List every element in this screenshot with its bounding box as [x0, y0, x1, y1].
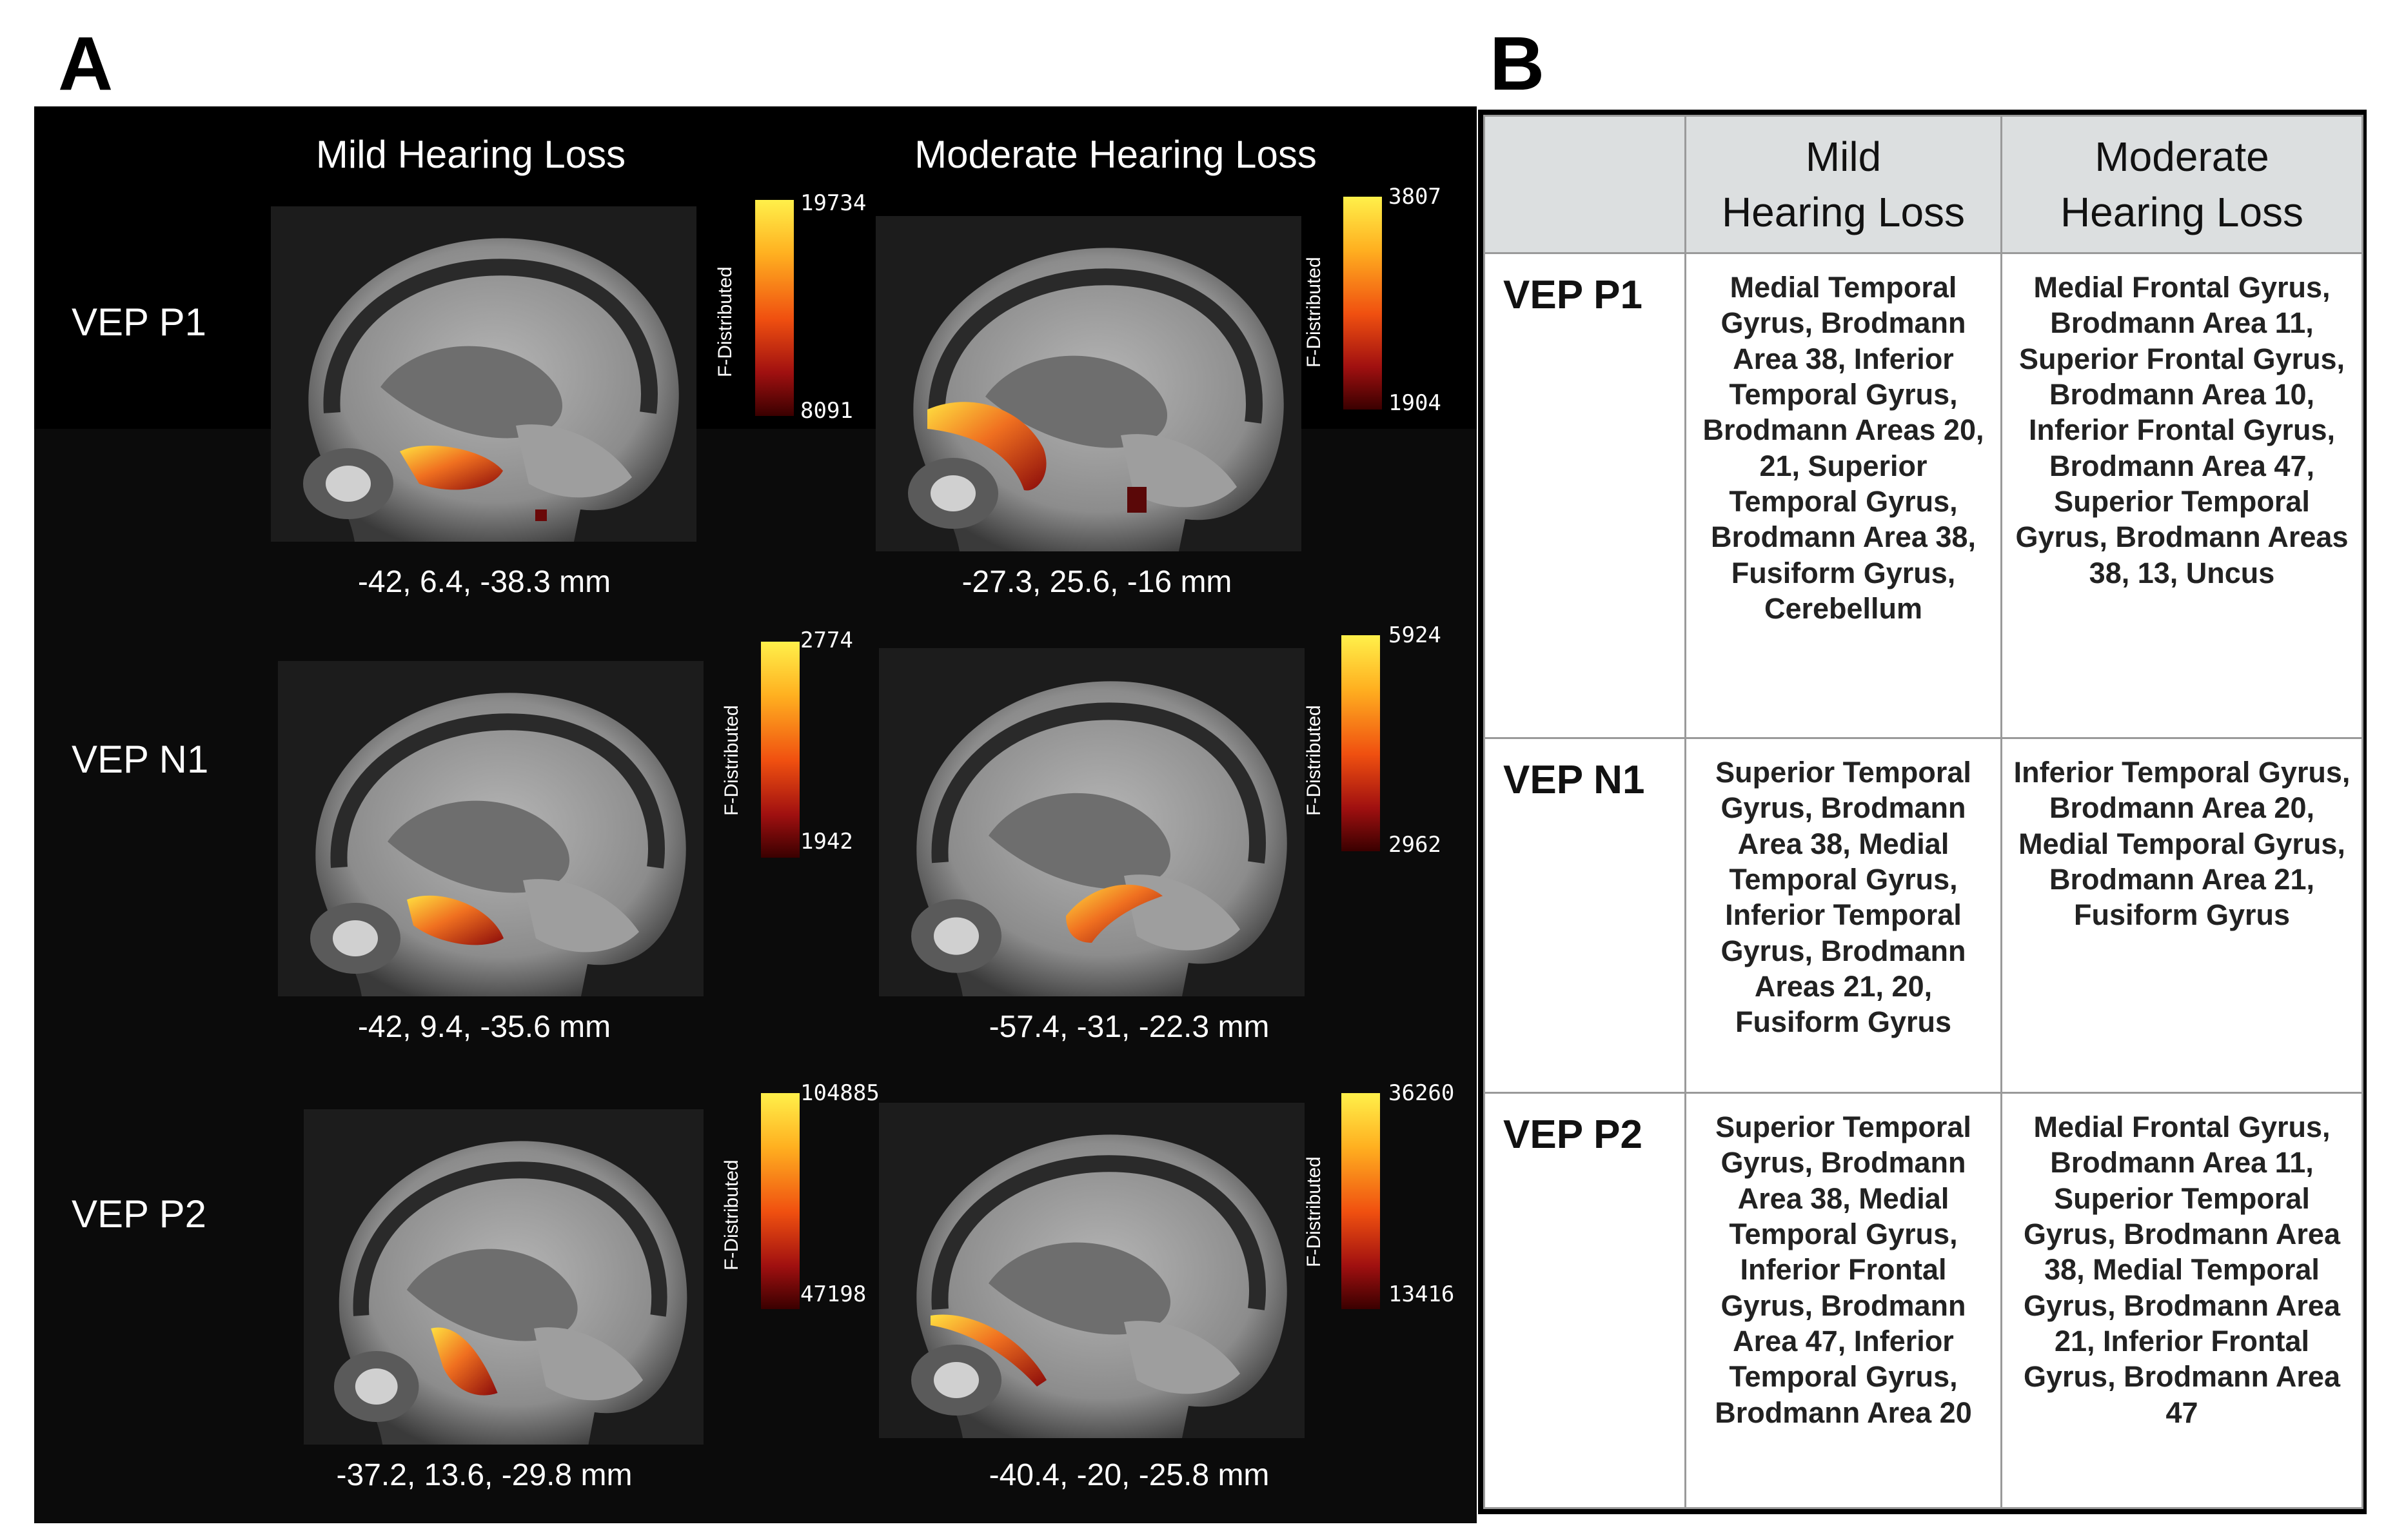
- coordinates-n1-moderate: -57.4, -31, -22.3 mm: [989, 1010, 1270, 1044]
- row-label-vep-p2-table: VEP P2: [1483, 1092, 1686, 1509]
- header-moderate-text: Moderate Hearing Loss: [2060, 133, 2304, 235]
- table-header-row: Mild Hearing Loss Moderate Hearing Loss: [1483, 115, 2363, 254]
- cell-p1-mild: Medial Temporal Gyrus, Brodmann Area 38,…: [1684, 252, 2002, 739]
- brain-slice-n1-moderate: [879, 648, 1305, 996]
- colorbar-max-n1-moderate: 5924: [1388, 622, 1441, 648]
- header-moderate: Moderate Hearing Loss: [2000, 115, 2363, 254]
- cell-n1-moderate: Inferior Temporal Gyrus, Brodmann Area 2…: [2000, 737, 2363, 1094]
- colorbar-min-p1-mild: 8091: [800, 398, 853, 424]
- row-label-vep-p1: VEP P1: [72, 301, 207, 344]
- brain-slice-p2-moderate: [879, 1103, 1305, 1438]
- colorbar-n1-moderate: [1341, 635, 1380, 851]
- cell-p1-moderate: Medial Frontal Gyrus, Brodmann Area 11, …: [2000, 252, 2363, 739]
- colorbar-min-n1-moderate: 2962: [1388, 832, 1441, 858]
- coordinates-p1-mild: -42, 6.4, -38.3 mm: [357, 565, 611, 599]
- brain-slice-p2-mild: [304, 1109, 704, 1445]
- table-row: VEP P2 Superior Temporal Gyrus, Brodmann…: [1483, 1092, 2363, 1509]
- colorbar-min-p1-moderate: 1904: [1388, 390, 1441, 416]
- colorbar-label-p2-moderate: F-Distributed: [1303, 1156, 1325, 1267]
- colorbar-max-p1-mild: 19734: [800, 190, 867, 216]
- colorbar-p1-mild: [755, 200, 794, 416]
- header-mild: Mild Hearing Loss: [1684, 115, 2002, 254]
- colorbar-p2-mild: [761, 1093, 800, 1309]
- colorbar-min-p2-mild: 47198: [800, 1281, 867, 1307]
- header-empty: [1483, 115, 1686, 254]
- colorbar-label-p2-mild: F-Distributed: [721, 1160, 742, 1270]
- header-mild-text: Mild Hearing Loss: [1721, 133, 1966, 235]
- coordinates-p2-moderate: -40.4, -20, -25.8 mm: [989, 1458, 1270, 1492]
- colorbar-min-n1-mild: 1942: [800, 829, 853, 854]
- colorbar-p2-moderate: [1341, 1093, 1380, 1309]
- colorbar-label-n1-mild: F-Distributed: [721, 705, 742, 816]
- row-label-vep-p2: VEP P2: [72, 1192, 207, 1236]
- brain-slice-n1-mild: [278, 661, 704, 996]
- colorbar-label-p1-moderate: F-Distributed: [1303, 257, 1325, 368]
- colorbar-n1-mild: [761, 642, 800, 858]
- column-header-moderate: Moderate Hearing Loss: [914, 133, 1317, 176]
- row-label-vep-p1-table: VEP P1: [1483, 252, 1686, 739]
- cell-p2-mild: Superior Temporal Gyrus, Brodmann Area 3…: [1684, 1092, 2002, 1509]
- colorbar-max-p1-moderate: 3807: [1388, 184, 1441, 210]
- table-row: VEP N1 Superior Temporal Gyrus, Brodmann…: [1483, 737, 2363, 1094]
- row-label-vep-n1: VEP N1: [72, 738, 209, 781]
- coordinates-n1-mild: -42, 9.4, -35.6 mm: [357, 1010, 611, 1044]
- column-header-mild: Mild Hearing Loss: [315, 133, 626, 176]
- brain-regions-table: Mild Hearing Loss Moderate Hearing Loss …: [1483, 115, 2363, 1509]
- colorbar-max-n1-mild: 2774: [800, 627, 853, 653]
- row-label-vep-n1-table: VEP N1: [1483, 737, 1686, 1094]
- colorbar-max-p2-mild: 104885: [800, 1080, 880, 1106]
- brain-regions-table-panel: Mild Hearing Loss Moderate Hearing Loss …: [1478, 110, 2367, 1514]
- coordinates-p2-mild: -37.2, 13.6, -29.8 mm: [336, 1458, 633, 1492]
- brain-slice-p1-moderate: [876, 216, 1301, 551]
- cell-n1-mild: Superior Temporal Gyrus, Brodmann Area 3…: [1684, 737, 2002, 1094]
- panel-a-label: A: [58, 21, 113, 106]
- table-row: VEP P1 Medial Temporal Gyrus, Brodmann A…: [1483, 252, 2363, 739]
- panel-b-label: B: [1490, 21, 1545, 106]
- colorbar-max-p2-moderate: 36260: [1388, 1080, 1455, 1106]
- colorbar-p1-moderate: [1343, 197, 1382, 410]
- colorbar-label-p1-mild: F-Distributed: [715, 266, 736, 377]
- colorbar-min-p2-moderate: 13416: [1388, 1281, 1455, 1307]
- brain-slice-p1-mild: [271, 206, 696, 542]
- colorbar-label-n1-moderate: F-Distributed: [1303, 705, 1325, 816]
- cell-p2-moderate: Medial Frontal Gyrus, Brodmann Area 11, …: [2000, 1092, 2363, 1509]
- coordinates-p1-moderate: -27.3, 25.6, -16 mm: [961, 565, 1232, 599]
- brain-activation-panel: Mild Hearing Loss Moderate Hearing Loss …: [34, 106, 1477, 1523]
